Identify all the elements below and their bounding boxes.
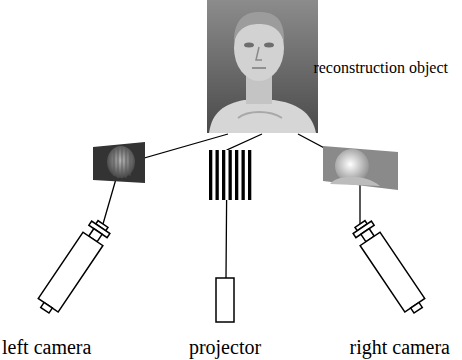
bust-photo: [207, 0, 318, 133]
object-photo-node: reconstruction object: [197, 2, 460, 134]
node-label: projector: [189, 336, 261, 358]
fringe-stripe: [235, 150, 238, 200]
image-face: [107, 146, 135, 178]
camera-icon: [350, 217, 428, 317]
image-frame: [93, 142, 145, 183]
camera-body: [38, 232, 103, 312]
fringe-pattern: [208, 150, 253, 200]
bust-eye: [264, 43, 274, 48]
fringe-ground: [208, 150, 253, 200]
projector-node: projector: [180, 278, 270, 358]
bust-nose: [256, 47, 262, 60]
image-frame: [323, 146, 398, 190]
camera-icon: [35, 217, 113, 317]
projector-icon: [216, 278, 234, 322]
camera-cap: [411, 302, 423, 313]
fringe-stripe: [229, 150, 232, 200]
image-fringes: [114, 148, 130, 178]
bust-collarbone: [238, 112, 282, 118]
bust-mouth: [252, 67, 266, 69]
node-label: left camera: [2, 336, 91, 358]
right-camera-image: [323, 146, 398, 190]
fringe-stripe: [222, 150, 225, 200]
node-label: right camera: [350, 336, 451, 358]
image-shoulders: [330, 177, 380, 186]
camera-cap: [41, 302, 53, 313]
fringe-stripe: [248, 150, 251, 200]
camera-node: right camera: [340, 224, 460, 358]
node-label: reconstruction object: [313, 59, 448, 77]
photo-background: [207, 0, 318, 133]
camera-body: [360, 232, 425, 312]
bust-eye: [244, 43, 254, 48]
camera-node: left camera: [2, 224, 120, 358]
bust-shoulders: [209, 100, 316, 133]
fringe-stripe: [209, 150, 212, 200]
fringe-stripe: [242, 150, 245, 200]
left-camera-image: [93, 142, 145, 183]
fringe-stripe: [216, 150, 219, 200]
bust-hair: [234, 12, 284, 42]
connector-line: [226, 134, 262, 278]
